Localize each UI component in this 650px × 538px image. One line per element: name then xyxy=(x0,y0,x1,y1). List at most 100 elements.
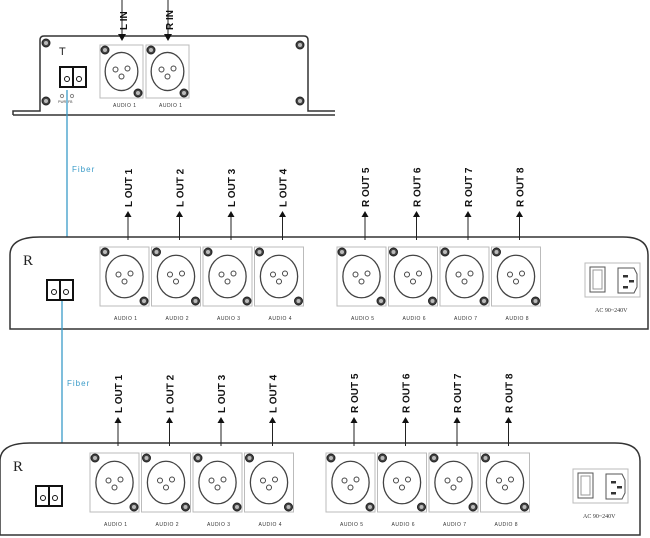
arrow-up-icon xyxy=(505,417,512,423)
power-inlet-icon xyxy=(617,267,638,294)
xlr-pin xyxy=(230,270,237,277)
screw-icon-center xyxy=(196,456,200,460)
arrow-up-icon xyxy=(516,211,523,217)
xlr-socket xyxy=(156,254,196,299)
arrow-up-icon xyxy=(124,211,132,217)
xlr-pin xyxy=(179,270,185,277)
xlr-pin xyxy=(266,484,272,491)
port-label: AUDIO 1 xyxy=(114,316,138,322)
xlr-pin xyxy=(358,278,365,285)
output-arrow-label: R OUT 6 xyxy=(402,373,413,413)
screw-icon-center xyxy=(93,456,97,460)
screw-icon-center xyxy=(494,250,499,254)
port-label: AUDIO 6 xyxy=(392,522,416,528)
port-label: AUDIO 8 xyxy=(495,522,519,528)
screw-icon-center xyxy=(257,250,262,254)
xlr-connector xyxy=(99,246,150,307)
xlr-pin xyxy=(218,271,225,278)
port-label: AUDIO 3 xyxy=(207,522,231,528)
xlr-connector xyxy=(480,452,530,513)
port-label: AUDIO 5 xyxy=(340,522,364,528)
xlr-pin xyxy=(393,477,399,484)
screw-icon-center xyxy=(245,299,249,303)
fiber-port-hole xyxy=(76,76,82,82)
xlr-connector xyxy=(325,452,376,513)
xlr-pin xyxy=(157,477,163,484)
power-inlet-icon xyxy=(605,473,626,500)
power-inlet-pin xyxy=(611,481,616,484)
output-arrow-label: L OUT 2 xyxy=(176,168,187,207)
xlr-connector xyxy=(202,246,253,307)
output-arrow-label: L OUT 3 xyxy=(217,374,228,413)
xlr-pin xyxy=(105,477,112,484)
screw-icon-center xyxy=(286,505,291,509)
xlr-connector xyxy=(428,452,479,513)
screw-icon-center xyxy=(430,299,435,303)
xlr-connector xyxy=(377,452,427,513)
output-arrow-label: R OUT 5 xyxy=(350,373,361,413)
xlr-pin xyxy=(513,278,519,285)
led-indicator xyxy=(69,93,75,99)
arrow-up-icon xyxy=(114,417,122,423)
xlr-socket xyxy=(146,460,186,505)
screw-icon-center xyxy=(149,48,153,52)
arrow-up-icon xyxy=(413,211,420,217)
xlr-pin xyxy=(353,476,360,483)
xlr-connector xyxy=(491,246,541,307)
xlr-pin xyxy=(507,271,513,278)
xlr-pin xyxy=(502,484,508,491)
arrow-down-icon xyxy=(164,34,172,41)
arrow-up-icon xyxy=(176,211,183,217)
screw-icon-center xyxy=(142,299,146,303)
screw-icon-center xyxy=(103,48,107,52)
xlr-pin xyxy=(163,484,169,491)
xlr-connector xyxy=(141,452,191,513)
xlr-pin xyxy=(467,270,474,277)
port-label: AUDIO 3 xyxy=(217,316,241,322)
screw-icon-center xyxy=(391,250,396,254)
xlr-socket xyxy=(150,51,185,92)
xlr-pin xyxy=(404,271,410,278)
led-indicator xyxy=(59,93,65,99)
fiber-port xyxy=(35,485,63,507)
xlr-socket xyxy=(485,460,525,505)
screw-icon-center xyxy=(340,250,344,254)
screw-icon-center xyxy=(183,505,188,509)
xlr-socket xyxy=(198,460,237,505)
arrow-up-icon xyxy=(166,417,173,423)
output-arrow-label: L OUT 4 xyxy=(279,168,290,207)
xlr-socket xyxy=(382,460,422,505)
xlr-pin xyxy=(214,484,221,491)
power-switch-rocker xyxy=(580,475,591,496)
screw-icon-center xyxy=(193,299,198,303)
screw-icon-center xyxy=(432,456,436,460)
power-switch-rocker xyxy=(592,269,603,290)
screw-icon-center xyxy=(235,505,239,509)
arrow-up-icon xyxy=(402,417,409,423)
xlr-pin xyxy=(208,477,215,484)
fiber-label: Fiber xyxy=(67,379,90,388)
led-label: FB xyxy=(68,100,73,104)
port-label: AUDIO 1 xyxy=(159,103,183,109)
input-arrow-label: L IN xyxy=(119,11,130,30)
receiver-label: R xyxy=(23,253,33,269)
xlr-pin xyxy=(272,476,278,483)
xlr-connector xyxy=(388,246,438,307)
xlr-pin xyxy=(347,484,354,491)
screw-icon-center xyxy=(154,250,159,254)
fiber-label: Fiber xyxy=(72,165,95,174)
screw-icon-center xyxy=(144,456,149,460)
port-label: AUDIO 4 xyxy=(259,522,283,528)
xlr-socket xyxy=(393,254,433,299)
screw-icon-center xyxy=(533,299,538,303)
output-arrow-label: L OUT 1 xyxy=(124,168,135,207)
port-label: AUDIO 5 xyxy=(351,316,375,322)
xlr-socket xyxy=(95,460,134,505)
output-arrow-label: R OUT 5 xyxy=(361,167,372,207)
screw-icon-center xyxy=(298,43,302,47)
fiber-port xyxy=(46,279,74,301)
